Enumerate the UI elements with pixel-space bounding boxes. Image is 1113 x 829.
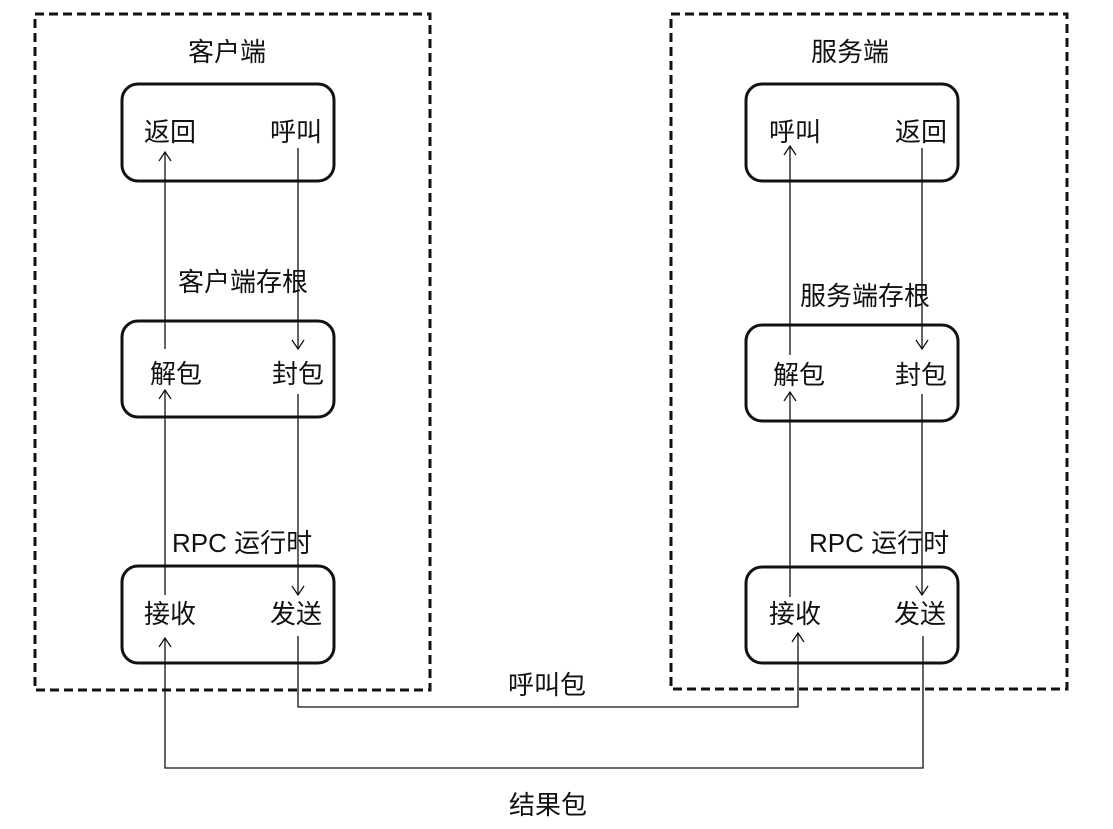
client-stub-box [120, 319, 336, 419]
server-call-label: 呼叫 [769, 118, 822, 148]
client-call-label: 呼叫 [270, 118, 323, 148]
client-pack-label: 封包 [272, 360, 325, 390]
server-frame [669, 12, 1069, 691]
server-stub-box [744, 323, 960, 423]
client-stub-title: 客户端存根 [178, 268, 309, 298]
call-packet-path [297, 631, 805, 708]
server-pack-label: 封包 [895, 361, 948, 391]
client-runtime-box [120, 564, 336, 665]
client-receive-label: 接收 [144, 600, 197, 630]
server-runtime-title: RPC 运行时 [809, 528, 950, 558]
result-packet-path [158, 636, 924, 769]
client-title: 客户端 [188, 38, 267, 68]
call-packet-label: 呼叫包 [508, 671, 587, 701]
server-title: 服务端 [811, 38, 890, 68]
client-frame [33, 12, 432, 692]
client-app-box [120, 82, 336, 183]
client-runtime-title: RPC 运行时 [172, 528, 313, 558]
client-return-label: 返回 [144, 118, 197, 148]
result-packet-label: 结果包 [509, 791, 588, 821]
server-unpack-label: 解包 [773, 361, 826, 391]
server-app-box [744, 82, 960, 183]
client-send-label: 发送 [270, 600, 323, 630]
server-stub-title: 服务端存根 [800, 282, 931, 312]
client-unpack-label: 解包 [150, 360, 203, 390]
server-return-label: 返回 [895, 118, 948, 148]
server-send-label: 发送 [894, 600, 947, 630]
server-runtime-box [744, 565, 960, 665]
server-receive-label: 接收 [769, 600, 822, 630]
